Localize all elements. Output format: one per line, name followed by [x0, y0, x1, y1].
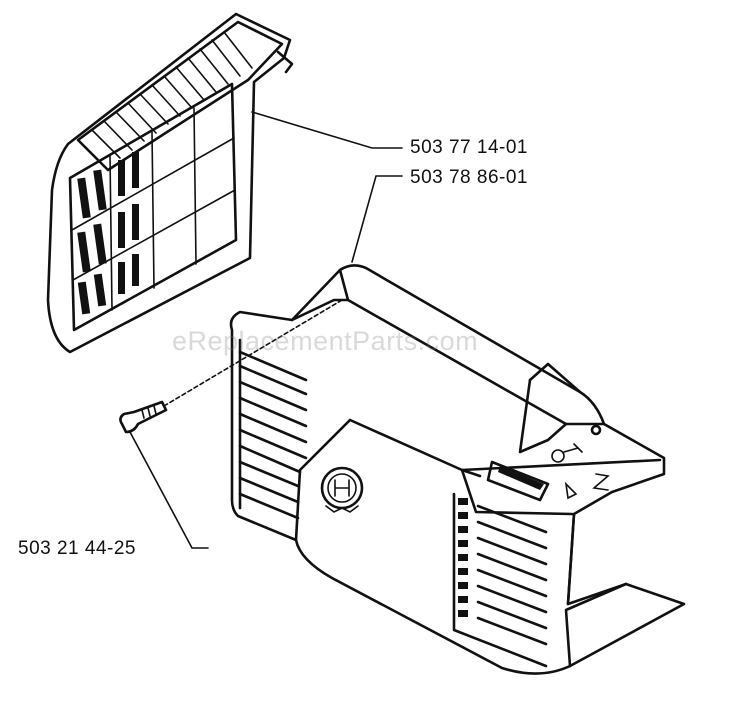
part-number-air-filter: 503 77 14-01 [410, 137, 528, 158]
air-filter-drawing [46, 12, 294, 354]
husqvarna-logo-icon [320, 466, 364, 513]
right-vent-louvers [476, 504, 548, 646]
watermark-text: eReplacementParts.com [172, 326, 479, 356]
part-number-screw: 503 21 44-25 [18, 538, 136, 559]
screw-drawing [119, 400, 168, 434]
leader-lines [129, 111, 403, 549]
part-number-cover: 503 78 86-01 [410, 167, 528, 188]
cylinder-cover-drawing [229, 264, 686, 675]
left-vent-louvers [238, 350, 308, 520]
